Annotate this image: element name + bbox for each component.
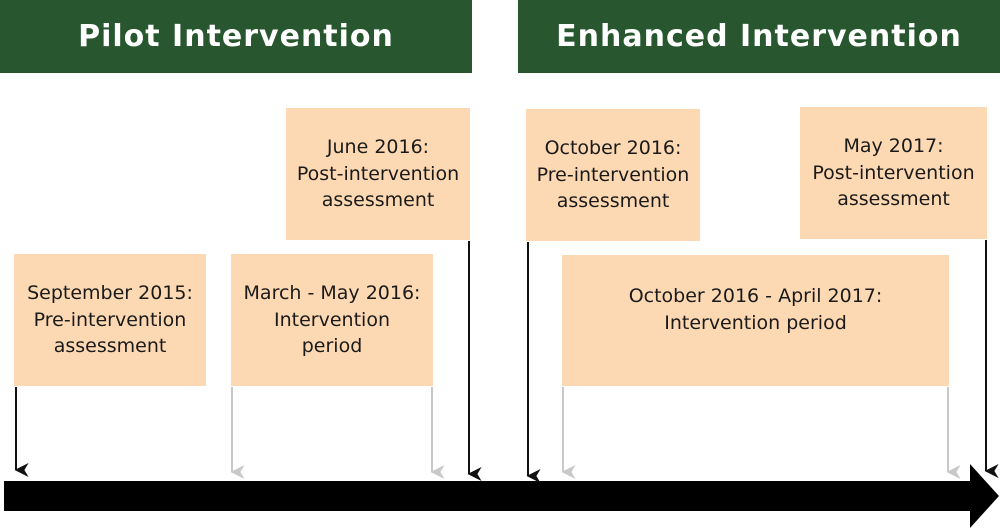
milestone-label: assessment xyxy=(837,188,950,211)
milestone-label: Pre-intervention xyxy=(33,308,187,331)
milestone-jun-2016: June 2016: Post-intervention assessment xyxy=(286,108,470,240)
timeline-arrow xyxy=(4,464,999,528)
milestone-label: Post-intervention xyxy=(812,161,975,184)
milestone-label: Intervention period xyxy=(664,311,847,334)
milestone-label: assessment xyxy=(321,189,435,212)
milestone-date: September 2015: xyxy=(27,282,193,305)
enhanced-intervention-banner: Enhanced Intervention xyxy=(518,0,1000,73)
pilot-intervention-banner: Pilot Intervention xyxy=(0,0,472,73)
milestone-oct-2016: October 2016: Pre-intervention assessmen… xyxy=(526,109,700,241)
milestone-date: October 2016 - April 2017: xyxy=(628,285,883,307)
milestone-label: Intervention xyxy=(274,308,390,331)
milestone-date: May 2017: xyxy=(843,135,944,158)
milestone-date: October 2016: xyxy=(544,137,682,160)
milestone-label: assessment xyxy=(53,335,167,358)
milestone-label: Post-intervention xyxy=(296,162,460,185)
milestone-oct-2016-apr-2017: October 2016 - April 2017: Intervention … xyxy=(562,255,949,386)
milestone-sep-2015: September 2015: Pre-intervention assessm… xyxy=(14,254,206,386)
milestone-label: Pre-intervention xyxy=(536,163,690,186)
milestone-date: June 2016: xyxy=(326,136,430,159)
milestone-may-2017: May 2017: Post-intervention assessment xyxy=(800,107,987,239)
milestone-mar-may-2016: March - May 2016: Intervention period xyxy=(231,254,433,386)
milestone-date: March - May 2016: xyxy=(243,282,421,305)
pilot-intervention-title: Pilot Intervention xyxy=(78,19,394,54)
enhanced-intervention-title: Enhanced Intervention xyxy=(556,19,962,54)
milestone-label: period xyxy=(301,335,363,358)
milestone-label: assessment xyxy=(556,190,670,213)
